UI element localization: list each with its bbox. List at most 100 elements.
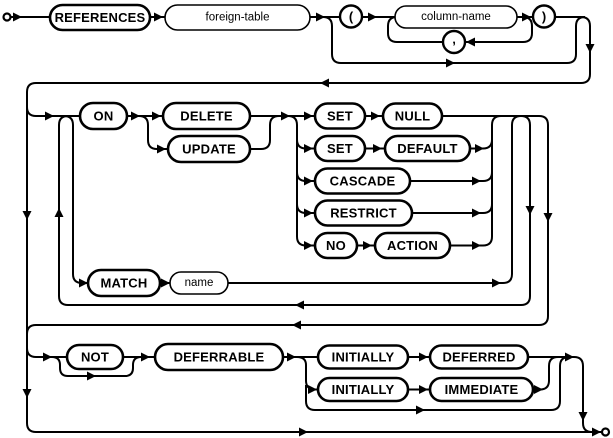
arrowhead-icon (299, 427, 308, 437)
arrowhead-icon (161, 278, 170, 288)
arrowhead-icon (304, 208, 313, 218)
node-no: NO (313, 231, 359, 260)
node-shape (166, 134, 252, 164)
node-label: NOT (81, 350, 109, 365)
arrowhead-icon (363, 241, 372, 250)
arrowhead-icon (419, 352, 428, 362)
node-shape (381, 102, 444, 130)
arrowheads (13, 12, 601, 437)
node-shape (65, 343, 125, 371)
arrowhead-icon (373, 144, 382, 153)
arrowhead-icon (304, 111, 313, 121)
node-shape (531, 4, 557, 29)
node-foreign-table: foreign-table (164, 4, 311, 31)
node-restrict: RESTRICT (313, 199, 414, 227)
arrowhead-icon (281, 111, 290, 121)
node-shape (316, 344, 410, 370)
node-label: foreign-table (206, 12, 270, 24)
node-shape (338, 4, 364, 29)
node-label: RESTRICT (330, 206, 397, 221)
arrowhead-icon (320, 78, 329, 88)
arrowhead-icon (157, 144, 166, 154)
node-label: ON (94, 109, 114, 124)
arrowhead-icon (304, 144, 313, 153)
node-initially-2: INITIALLY (316, 376, 410, 403)
arrowhead-icon (316, 12, 325, 22)
node-label: DEFERRED (442, 350, 515, 365)
arrowhead-icon (79, 278, 88, 288)
node-close-paren: ) (531, 4, 557, 29)
arrowhead-icon (308, 385, 317, 394)
node-name: name (169, 271, 229, 295)
arrowhead-icon (22, 389, 32, 398)
node-update: UPDATE (166, 134, 252, 164)
arrowhead-icon (22, 211, 32, 220)
node-shape (153, 342, 285, 372)
arrowhead-icon (543, 213, 553, 222)
arrowhead-icon (152, 111, 161, 121)
arrowhead-icon (472, 241, 481, 250)
diagram-nodes: REFERENCES foreign-table ( column-name), ON D… (48, 3, 557, 403)
arrowhead-icon (141, 352, 150, 362)
node-set-2: SET (313, 134, 367, 163)
node-label: column-name (421, 11, 491, 23)
arrowhead-icon (368, 12, 377, 22)
node-label: SET (327, 141, 353, 156)
node-default: DEFAULT (383, 134, 472, 163)
arrowhead-icon (525, 206, 535, 215)
arrowhead-icon (534, 385, 543, 394)
node-delete: DELETE (161, 101, 252, 131)
node-immediate: IMMEDIATE (428, 376, 535, 403)
node-label: SET (327, 109, 353, 124)
node-label: ( (349, 9, 354, 24)
node-label: IMMEDIATE (445, 382, 519, 397)
node-shape (48, 3, 152, 32)
arrowhead-icon (466, 37, 475, 47)
node-label: INITIALLY (332, 382, 395, 397)
arrowhead-icon (154, 12, 163, 22)
node-set-1: SET (313, 102, 367, 130)
node-shape (313, 134, 367, 163)
node-references: REFERENCES (48, 3, 152, 32)
node-shape (86, 268, 162, 298)
node-shape (394, 5, 518, 29)
node-not: NOT (65, 343, 125, 371)
arrowhead-icon (13, 12, 22, 22)
node-cascade: CASCADE (313, 167, 412, 195)
arrowhead-icon (304, 176, 313, 186)
arrowhead-icon (472, 208, 481, 218)
node-deferrable: DEFERRABLE (153, 342, 285, 372)
arrowhead-icon (472, 176, 481, 186)
node-null: NULL (381, 102, 444, 130)
node-label: INITIALLY (332, 350, 395, 365)
arrowhead-icon (295, 300, 304, 310)
node-shape (313, 199, 414, 227)
node-label: CASCADE (330, 174, 396, 189)
node-label: name (185, 277, 214, 289)
node-deferred: DEFERRED (428, 344, 530, 370)
node-comma: , (441, 29, 467, 55)
arrowhead-icon (287, 352, 296, 362)
arrowhead-icon (492, 278, 501, 288)
node-shape (78, 101, 129, 131)
end-terminal-icon (600, 427, 611, 437)
node-shape (428, 376, 535, 403)
arrowhead-icon (304, 241, 313, 250)
node-open-paren: ( (338, 4, 364, 29)
node-label: UPDATE (182, 142, 236, 157)
arrowhead-icon (43, 352, 52, 362)
node-label: MATCH (101, 276, 148, 291)
node-shape (313, 102, 367, 130)
arrowhead-icon (585, 44, 595, 53)
arrowhead-icon (87, 371, 96, 381)
node-shape (164, 4, 311, 31)
arrowhead-icon (54, 208, 64, 217)
node-label: NULL (395, 109, 430, 124)
node-label: REFERENCES (55, 10, 146, 25)
arrowhead-icon (565, 352, 574, 362)
arrowhead-icon (578, 412, 588, 421)
node-shape (169, 271, 229, 295)
arrowhead-icon (592, 427, 601, 437)
